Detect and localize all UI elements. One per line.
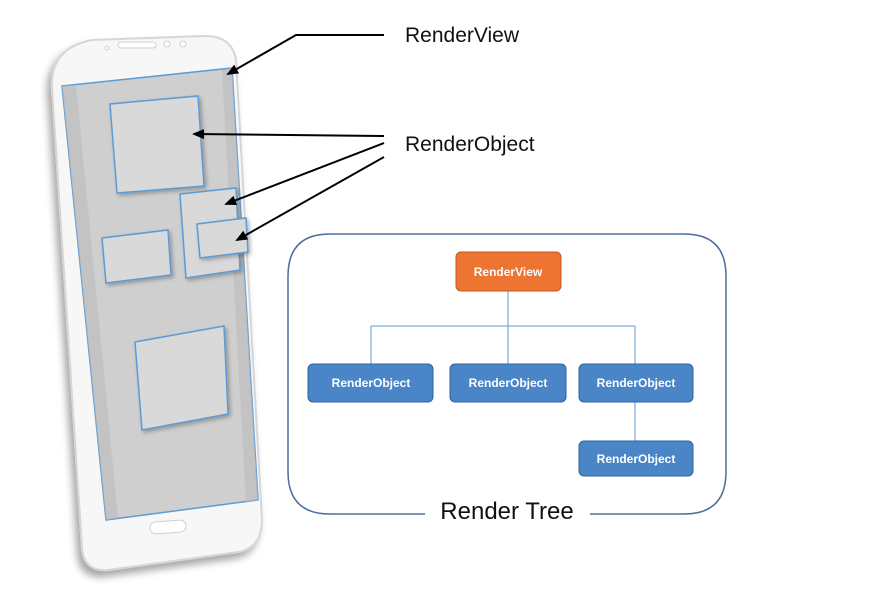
render-object-box-left — [101, 229, 172, 284]
tree-connectors — [370, 291, 636, 441]
phone-speaker — [117, 41, 157, 49]
tree-node-child-3-label: RenderObject — [597, 376, 676, 390]
tree-node-child-1-label: RenderObject — [332, 376, 411, 390]
render-tree-border — [287, 233, 727, 515]
render-tree-frame: Render Tree RenderView RenderObject Rend… — [287, 233, 727, 525]
callout-arrows — [192, 34, 385, 241]
render-object-box-top — [109, 95, 205, 194]
tree-node-grandchild-label: RenderObject — [597, 452, 676, 466]
render-object-arrow-1 — [192, 129, 385, 140]
phone-sensor-small — [104, 45, 110, 51]
screen-left-shade — [62, 85, 118, 520]
render-object-callout-label: RenderObject — [405, 133, 535, 156]
phone-illustration — [50, 34, 264, 572]
tree-node-child-1-box — [307, 363, 434, 403]
tree-node-root: RenderView — [455, 251, 562, 292]
render-tree-caption: Render Tree — [440, 498, 573, 525]
render-object-box-bottom — [134, 325, 229, 431]
phone-home-button — [149, 519, 187, 535]
render-object-arrow-2 — [224, 142, 385, 206]
screen-right-shade — [222, 68, 258, 502]
tree-node-child-3-box — [578, 363, 694, 403]
tree-node-child: RenderObject — [578, 363, 694, 403]
tree-node-grandchild-box — [578, 440, 694, 477]
tree-node-child: RenderObject — [307, 363, 434, 403]
render-object-arrow-3 — [235, 156, 385, 241]
tree-node-child-2-box — [449, 363, 567, 403]
tree-node-child: RenderObject — [449, 363, 567, 403]
phone-sensor — [179, 40, 187, 48]
tree-node-root-box — [455, 251, 562, 292]
tree-node-child-2-label: RenderObject — [469, 376, 548, 390]
phone-camera — [163, 40, 171, 48]
tree-node-grandchild: RenderObject — [578, 440, 694, 477]
tree-node-root-label: RenderView — [474, 265, 543, 279]
render-object-box-nested — [196, 217, 249, 259]
render-view-callout-label: RenderView — [405, 24, 520, 47]
render-view-arrow — [226, 34, 384, 75]
